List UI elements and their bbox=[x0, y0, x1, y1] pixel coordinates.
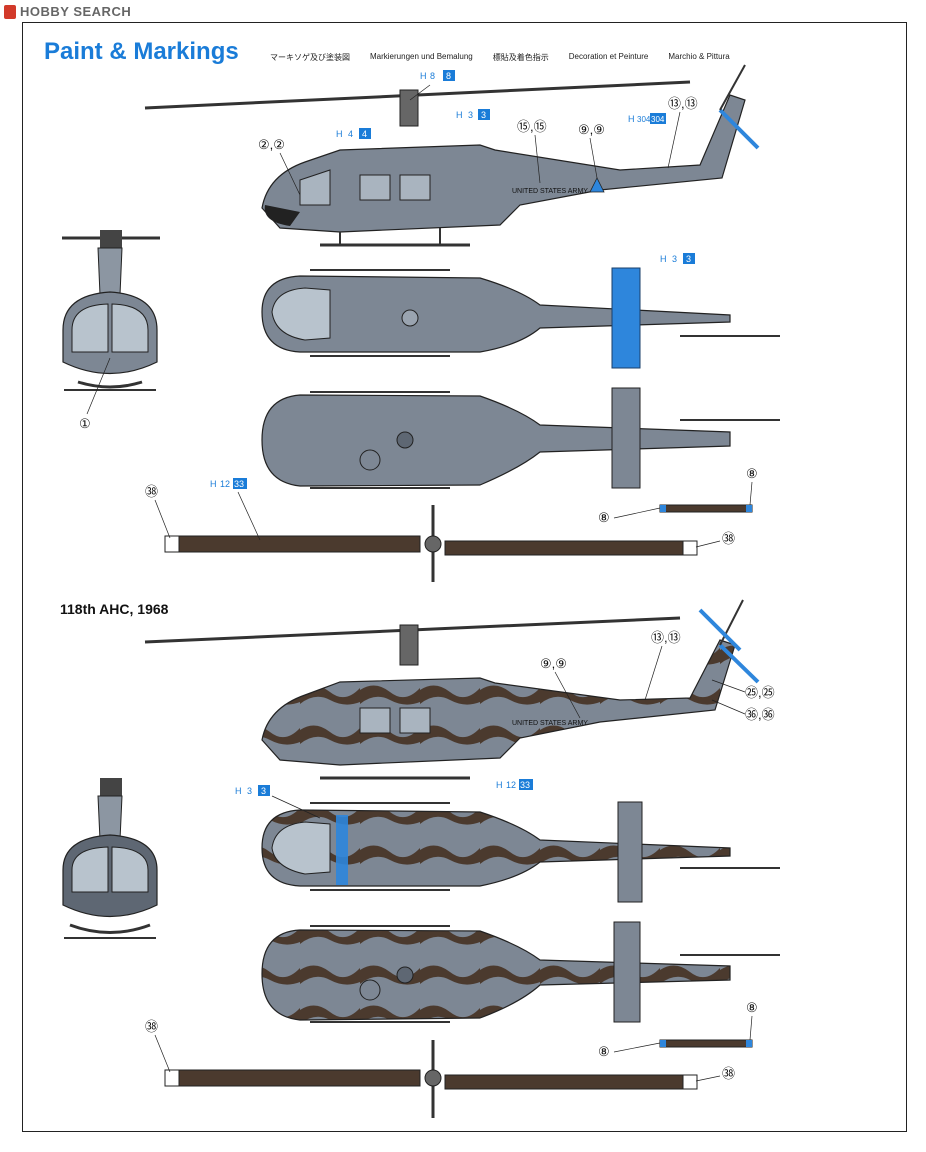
decal-callout-38b: ㊳ bbox=[695, 531, 735, 548]
svg-text:⑧: ⑧ bbox=[746, 1000, 758, 1015]
svg-text:4: 4 bbox=[348, 129, 353, 139]
watermark-logo-icon bbox=[4, 4, 16, 19]
paint-code-a-stab: H 3 3 bbox=[660, 253, 695, 264]
subtitle-italian: Marchio & Pittura bbox=[668, 52, 730, 61]
svg-text:8: 8 bbox=[430, 71, 435, 81]
svg-text:3: 3 bbox=[686, 254, 691, 264]
watermark-text: HOBBY SEARCH bbox=[20, 4, 132, 19]
svg-text:H: H bbox=[628, 114, 635, 124]
svg-text:H: H bbox=[235, 786, 242, 796]
decal-callout-36: ㊱,㊱ bbox=[711, 699, 775, 722]
svg-text:㊳: ㊳ bbox=[722, 531, 735, 546]
svg-text:⑧: ⑧ bbox=[746, 466, 758, 481]
paint-code-b-top: H 3 3 bbox=[235, 785, 321, 819]
subtitle-french: Decoration et Peinture bbox=[568, 52, 649, 61]
svg-text:8: 8 bbox=[446, 71, 451, 81]
rotor-blade-b bbox=[164, 1040, 698, 1118]
svg-text:12: 12 bbox=[220, 479, 230, 489]
decal-callout-8b: ⑧ bbox=[746, 466, 758, 506]
svg-text:3: 3 bbox=[468, 110, 473, 120]
svg-text:①: ① bbox=[79, 416, 91, 431]
helicopter-a-top-view bbox=[261, 267, 780, 369]
svg-text:㊳: ㊳ bbox=[722, 1066, 735, 1081]
decal-callout-38a: ㊳ bbox=[145, 484, 171, 539]
scheme-b-label: 118th AHC, 1968 bbox=[60, 601, 169, 617]
svg-text:H: H bbox=[456, 110, 463, 120]
fuselage-text-b: UNITED STATES ARMY bbox=[512, 720, 588, 727]
svg-text:3: 3 bbox=[481, 110, 486, 120]
svg-text:3: 3 bbox=[672, 254, 677, 264]
svg-text:⑮,⑮: ⑮,⑮ bbox=[517, 119, 547, 134]
decal-callout-25: ㉕,㉕ bbox=[711, 679, 775, 700]
svg-text:H: H bbox=[210, 479, 217, 489]
decal-callout-13b: ⑬,⑬ bbox=[644, 630, 681, 701]
paint-code-a-tail: H 304 304 bbox=[628, 113, 666, 124]
svg-text:H: H bbox=[420, 71, 427, 81]
svg-text:304: 304 bbox=[651, 115, 665, 124]
tail-rotor-blade-b bbox=[659, 1039, 753, 1048]
svg-text:②,②: ②,② bbox=[258, 137, 285, 152]
fuselage-text-a: UNITED STATES ARMY bbox=[512, 188, 588, 195]
svg-text:304: 304 bbox=[637, 115, 651, 124]
svg-text:㉕,㉕: ㉕,㉕ bbox=[745, 685, 775, 700]
helicopter-b-front-view bbox=[62, 778, 158, 939]
svg-text:㊳: ㊳ bbox=[145, 1019, 158, 1034]
decal-callout-9a: ⑨,⑨ bbox=[578, 122, 605, 179]
svg-text:㊱,㊱: ㊱,㊱ bbox=[745, 707, 775, 722]
subtitle-german: Markierungen und Bemalung bbox=[370, 52, 473, 61]
decal-callout-38d: ㊳ bbox=[695, 1066, 735, 1082]
svg-text:3: 3 bbox=[261, 786, 266, 796]
paint-code-a-windscreen: H 4 4 bbox=[336, 128, 371, 139]
svg-text:⑨,⑨: ⑨,⑨ bbox=[540, 656, 567, 671]
helicopter-a-side-view: UNITED STATES ARMY bbox=[144, 64, 760, 247]
svg-text:33: 33 bbox=[234, 479, 244, 489]
svg-text:33: 33 bbox=[520, 780, 530, 790]
page-frame bbox=[22, 22, 907, 1132]
svg-text:4: 4 bbox=[362, 129, 367, 139]
paint-code-a-blade: H 12 33 bbox=[210, 478, 261, 541]
page-title: Paint & Markings bbox=[44, 38, 239, 65]
svg-text:H: H bbox=[336, 129, 343, 139]
decal-callout-13a: ⑬,⑬ bbox=[667, 96, 698, 169]
helicopter-a-bottom-view bbox=[261, 387, 780, 489]
rotor-blade-a bbox=[164, 505, 698, 582]
svg-text:H: H bbox=[496, 780, 503, 790]
decal-callout-8d: ⑧ bbox=[746, 1000, 758, 1041]
watermark: HOBBY SEARCH bbox=[4, 4, 131, 19]
svg-text:⑧: ⑧ bbox=[598, 1044, 610, 1059]
subtitle-chinese: 標貼及着色指示 bbox=[492, 53, 549, 62]
tail-rotor-blade-a bbox=[659, 504, 753, 513]
decal-callout-2: ②,② bbox=[258, 137, 301, 196]
decal-callout-1: ① bbox=[79, 357, 111, 431]
svg-text:⑬,⑬: ⑬,⑬ bbox=[651, 630, 681, 645]
helicopter-a-front-view bbox=[62, 230, 160, 391]
helicopter-b-bottom-view bbox=[261, 921, 780, 1023]
paint-code-a-rotor-hub: H 8 8 bbox=[409, 70, 455, 101]
decal-callout-15: ⑮,⑮ bbox=[517, 119, 547, 184]
subtitle-japanese: マーキソゲ及び塗装図 bbox=[270, 53, 350, 62]
svg-text:⑨,⑨: ⑨,⑨ bbox=[578, 122, 605, 137]
helicopter-b-side-view: UNITED STATES ARMY bbox=[144, 599, 760, 780]
svg-text:H: H bbox=[660, 254, 667, 264]
decal-callout-38c: ㊳ bbox=[145, 1019, 171, 1073]
multilingual-subtitles: マーキソゲ及び塗装図 Markierungen und Bemalung 標貼及… bbox=[270, 52, 730, 63]
svg-text:3: 3 bbox=[247, 786, 252, 796]
paint-code-b-body: H 12 33 bbox=[496, 779, 533, 790]
helicopter-b-top-view bbox=[261, 801, 780, 903]
decal-callout-9b: ⑨,⑨ bbox=[540, 656, 581, 719]
svg-text:㊳: ㊳ bbox=[145, 484, 158, 499]
paint-code-a-top: H 3 3 bbox=[456, 109, 490, 120]
decal-callout-8a: ⑧ bbox=[598, 507, 661, 525]
svg-text:⑬,⑬: ⑬,⑬ bbox=[668, 96, 698, 111]
svg-text:⑧: ⑧ bbox=[598, 510, 610, 525]
svg-text:12: 12 bbox=[506, 780, 516, 790]
decal-callout-8c: ⑧ bbox=[598, 1042, 661, 1059]
